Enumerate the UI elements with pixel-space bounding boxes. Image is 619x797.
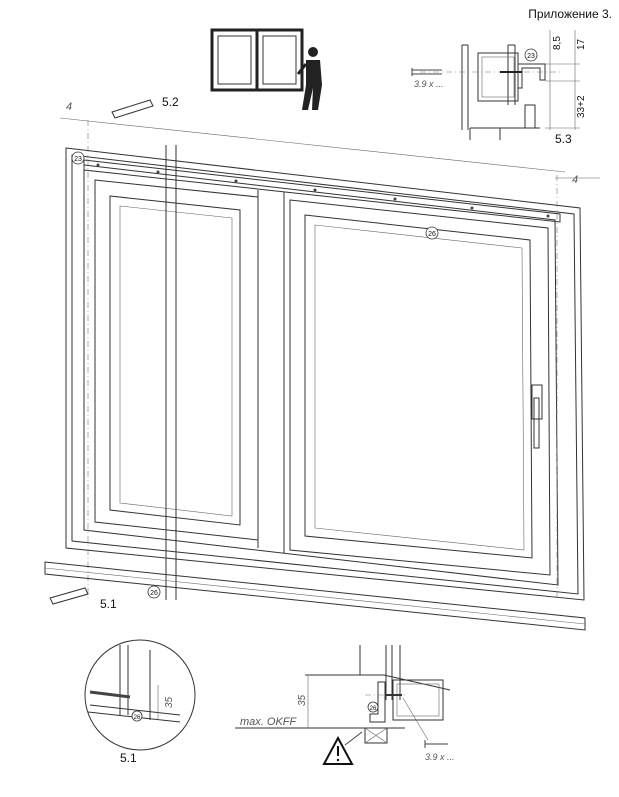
svg-text:5.3: 5.3	[555, 132, 572, 146]
svg-text:26: 26	[150, 590, 158, 597]
detail-circle-5-1: 35 26 5.1	[84, 639, 196, 765]
svg-text:5.1: 5.1	[100, 597, 117, 611]
svg-text:max. OKFF: max. OKFF	[240, 716, 298, 728]
window-install-pictogram	[210, 28, 322, 110]
window-frame	[65, 120, 585, 601]
svg-text:26: 26	[370, 706, 377, 712]
svg-text:26: 26	[428, 231, 436, 238]
bottom-profile-5-1: 5.1 26	[44, 561, 586, 631]
svg-text:17: 17	[576, 38, 587, 50]
svg-text:3.9 x ...: 3.9 x ...	[425, 752, 455, 762]
part-marker-23	[71, 151, 85, 165]
screw-icon	[411, 68, 442, 76]
end-cap-5-2: 5.2	[111, 95, 179, 119]
svg-text:5.1: 5.1	[120, 751, 137, 765]
part-marker-23	[524, 48, 538, 62]
part-marker-26	[147, 585, 161, 599]
page-title: Приложение 3.	[528, 7, 612, 21]
svg-text:4: 4	[66, 101, 72, 113]
person-icon	[296, 47, 322, 110]
detail-bottom-section: 35 max. OKFF 26 3.9 x ...	[235, 645, 455, 765]
svg-text:23: 23	[74, 156, 82, 163]
detail-5-3: 23 3.9 x ... 8,5 17 33+2 5.3	[411, 30, 587, 146]
svg-text:4: 4	[572, 174, 578, 186]
svg-text:8,5: 8,5	[552, 36, 563, 50]
svg-text:33+2: 33+2	[576, 95, 587, 118]
svg-text:26: 26	[134, 715, 141, 721]
svg-text:5.2: 5.2	[162, 95, 179, 109]
window-handle-icon	[531, 384, 543, 449]
svg-text:3.9 x ...: 3.9 x ...	[414, 79, 444, 89]
screw-icon	[424, 740, 448, 748]
warning-triangle-icon	[322, 731, 363, 765]
svg-text:35: 35	[164, 696, 175, 708]
svg-text:35: 35	[297, 694, 308, 706]
svg-text:23: 23	[527, 53, 535, 60]
part-marker-26	[425, 226, 439, 240]
